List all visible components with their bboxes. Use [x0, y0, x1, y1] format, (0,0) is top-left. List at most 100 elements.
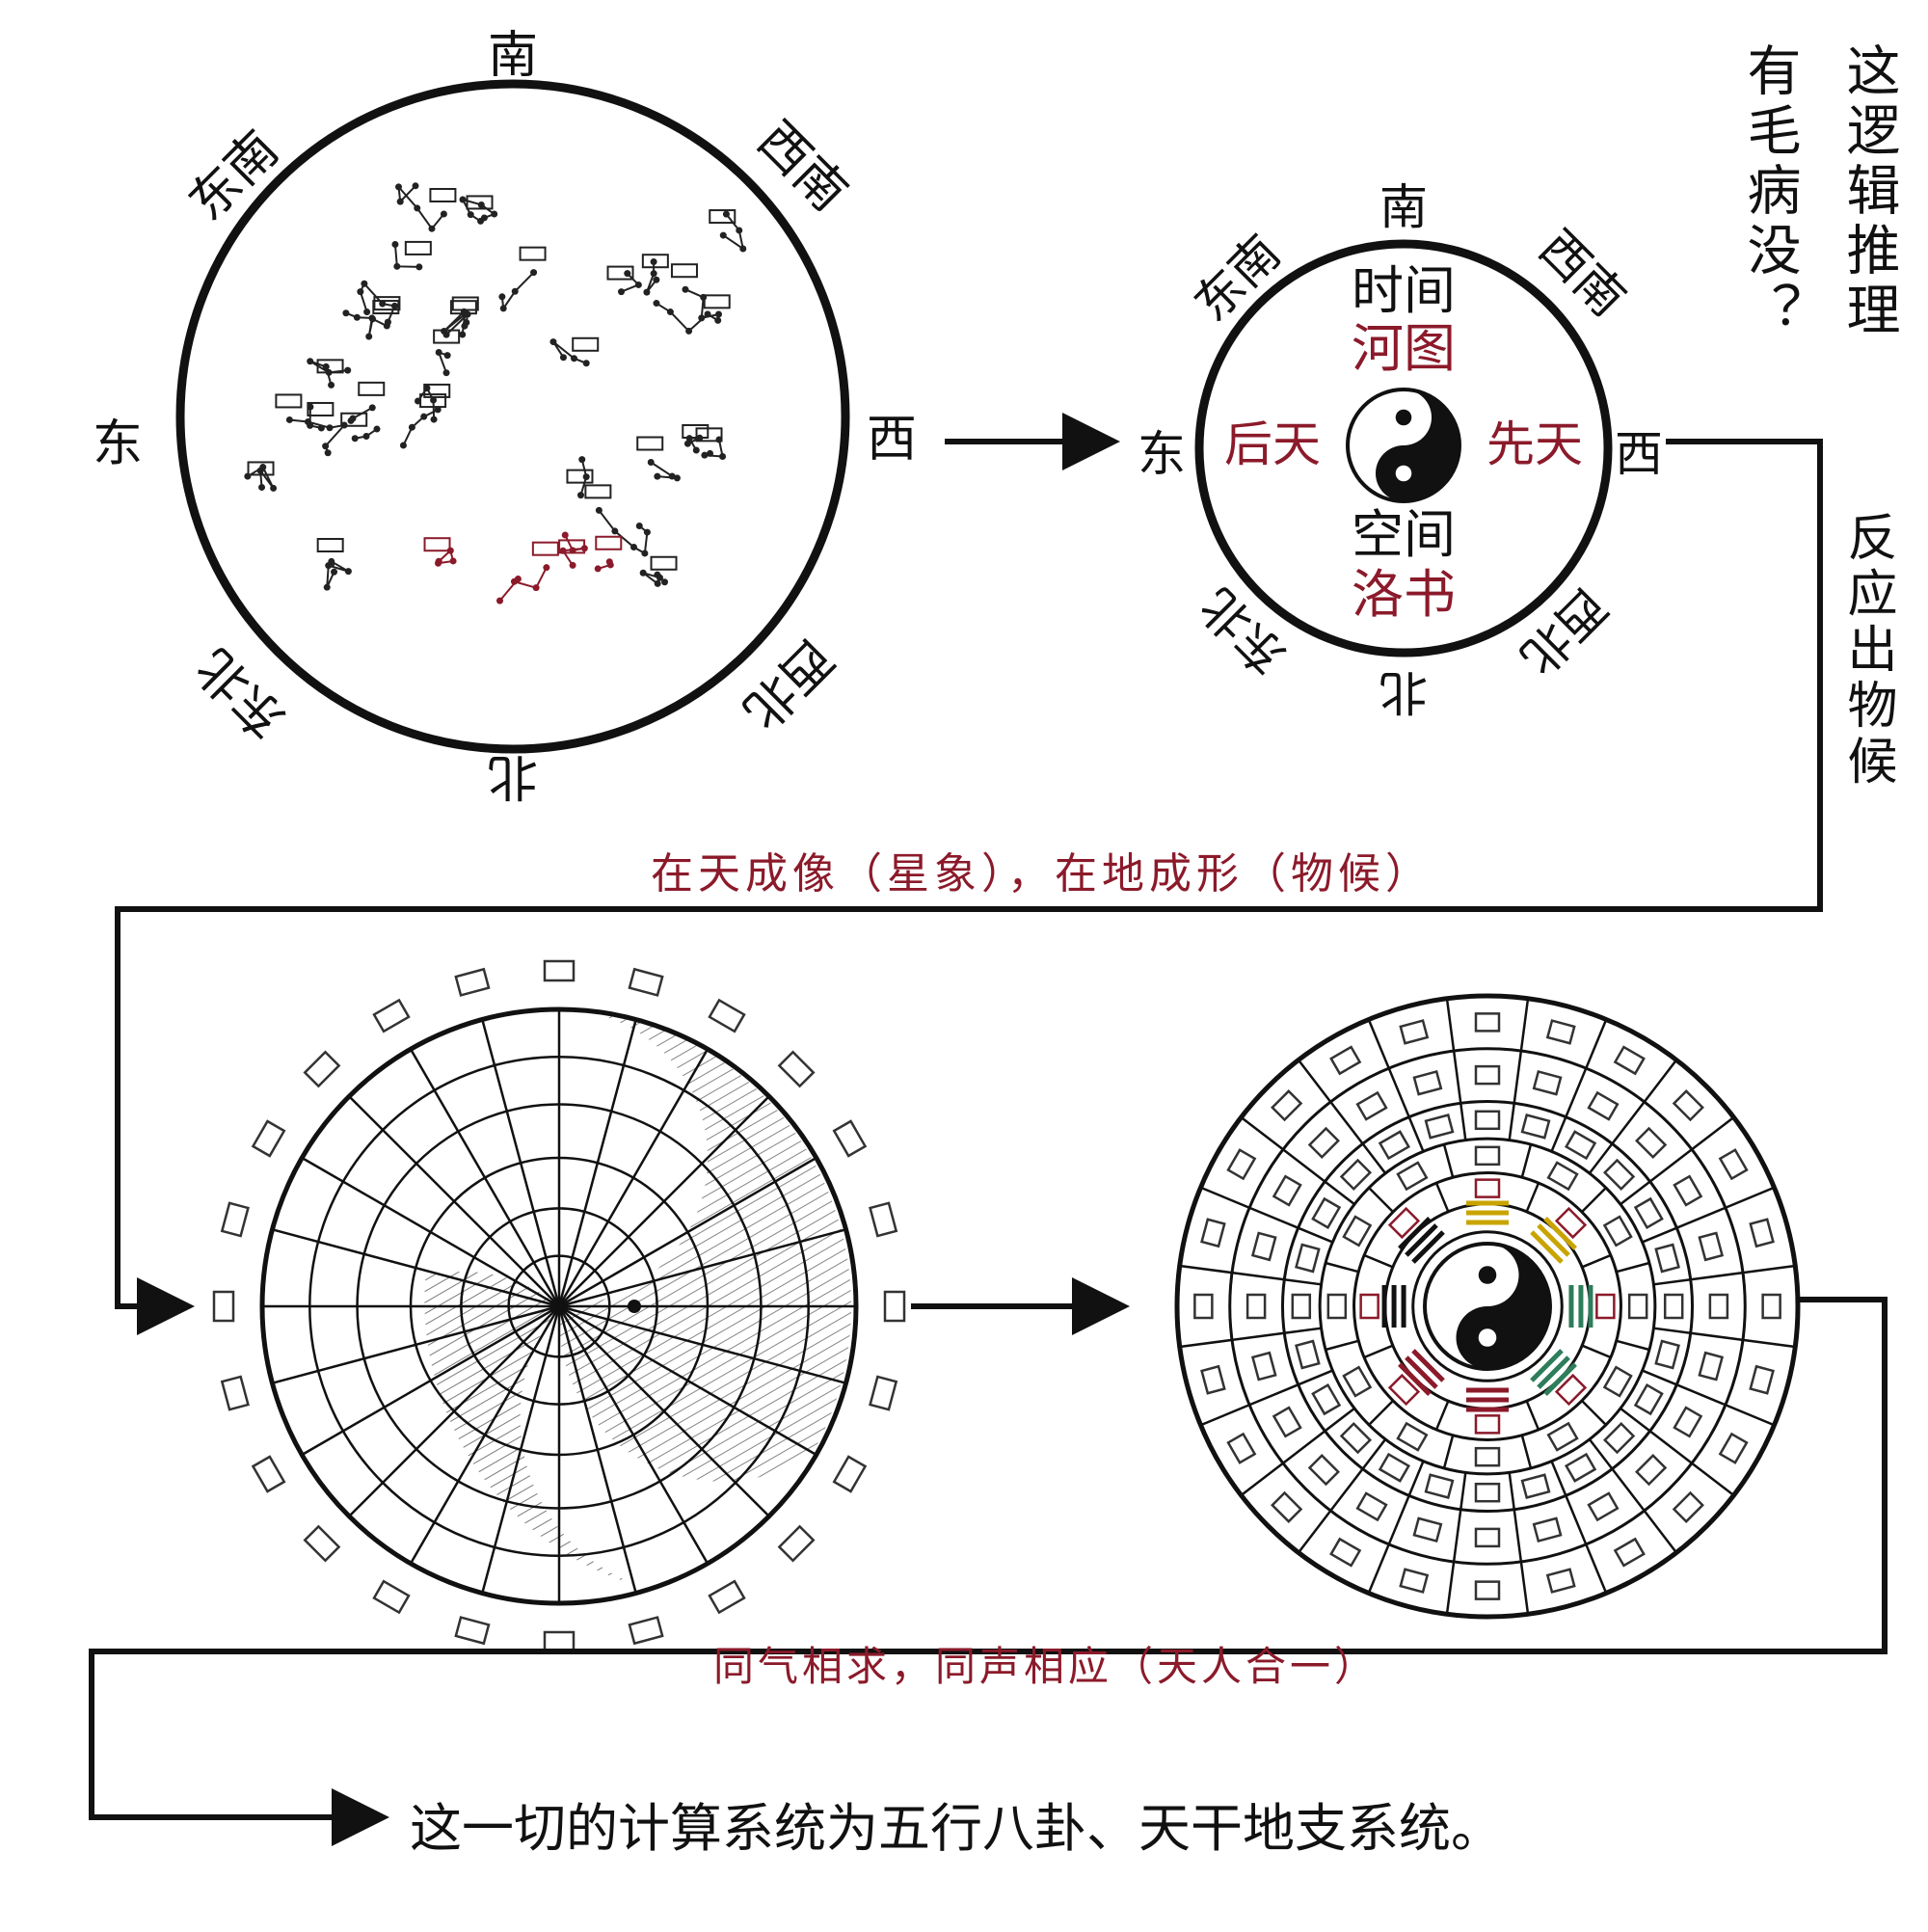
- star-dot: [480, 214, 488, 222]
- compass-divider: [1200, 1404, 1250, 1427]
- star-dot: [685, 327, 693, 335]
- compass-divider: [1648, 1430, 1693, 1464]
- compass-divider: [1282, 1148, 1326, 1183]
- star-dot: [683, 440, 691, 447]
- compass-glyph: [1295, 1243, 1321, 1274]
- compass-glyph: [1587, 1090, 1620, 1121]
- compass-divider: [1520, 1435, 1533, 1469]
- star-dot: [412, 182, 419, 190]
- star-dot: [368, 314, 376, 322]
- star-dot: [511, 287, 519, 295]
- compass-divider: [1581, 1187, 1607, 1213]
- constellation-line: [345, 311, 388, 337]
- star-dot: [624, 270, 631, 278]
- star-dot: [304, 418, 311, 426]
- star-dot: [643, 288, 651, 296]
- compass-divider: [1616, 1339, 1650, 1352]
- trigram-line: [1411, 1230, 1445, 1264]
- compass-glyph: [1545, 1019, 1576, 1045]
- constellation-line: [684, 288, 719, 320]
- compass-divider: [1725, 1186, 1775, 1209]
- star-dir-northwest: 西北: [732, 628, 844, 739]
- compass-divider: [1653, 1327, 1691, 1334]
- compass-divider: [1248, 1383, 1299, 1407]
- compass-glyph: [1424, 1114, 1455, 1140]
- compass-glyph: [1602, 1215, 1633, 1248]
- compass-glyph: [1272, 1174, 1302, 1207]
- compass-divider: [1367, 1019, 1390, 1069]
- sundial-spoke: [301, 1304, 560, 1457]
- constellation-tag: [373, 296, 401, 311]
- star-dot: [362, 433, 370, 441]
- connector-taiji-to-sundial: [115, 439, 1823, 1335]
- star-dot: [656, 574, 663, 581]
- compass-glyph: [1200, 1364, 1226, 1395]
- star-dot: [739, 245, 747, 253]
- sundial-spoke: [348, 1305, 560, 1517]
- constellation-tag: [531, 541, 559, 556]
- compass-glyph: [1554, 1373, 1588, 1407]
- taiji-panel: 时间 河图 后天 先天 空间 洛书 南 西南 西 西北 北 东北 东 东南: [1138, 179, 1663, 720]
- star-dot: [340, 421, 348, 429]
- constellation-tag: [695, 427, 723, 443]
- compass-glyph: [1613, 1045, 1646, 1076]
- constellation-tag: [519, 246, 547, 261]
- compass-glyph: [1761, 1293, 1781, 1320]
- star-dir-east: 东: [93, 416, 143, 473]
- compass-glyph: [1474, 1527, 1501, 1548]
- compass-divider: [1407, 1116, 1425, 1152]
- star-dot: [368, 404, 376, 412]
- constellation-tag: [429, 187, 457, 202]
- compass-glyph: [1412, 1069, 1443, 1096]
- star-dot: [428, 225, 436, 232]
- compass-divider: [1581, 1344, 1612, 1359]
- star-dot: [365, 333, 373, 340]
- star-dot: [408, 423, 415, 431]
- sundial-spoke: [481, 1019, 561, 1307]
- star-dot: [629, 544, 637, 551]
- compass-divider: [1620, 1407, 1651, 1433]
- compass-divider: [1387, 1494, 1410, 1545]
- compass-divider: [1508, 1472, 1515, 1510]
- solar-term-labels: [212, 959, 906, 1653]
- star-dot: [390, 302, 398, 309]
- star-dot: [661, 578, 669, 586]
- star-dot: [434, 406, 442, 414]
- constellation-line: [498, 567, 548, 602]
- compass-divider: [1643, 1510, 1678, 1554]
- star-dot: [420, 413, 428, 420]
- compass-glyph: [1633, 1196, 1664, 1229]
- compass-divider: [1363, 1344, 1394, 1359]
- compass-glyph: [1250, 1351, 1277, 1382]
- constellation-tag: [641, 254, 669, 269]
- compass-divider: [1691, 1462, 1735, 1497]
- solar-term-glyph: [708, 998, 746, 1033]
- sundial-spoke: [409, 1305, 561, 1565]
- compass-divider: [1179, 1264, 1233, 1275]
- star-dir-north: 北: [488, 747, 538, 805]
- compass-glyph: [1602, 1365, 1633, 1398]
- compass-divider: [1585, 1543, 1608, 1594]
- star-dot: [498, 293, 506, 301]
- constellation-tag: [595, 535, 623, 550]
- star-dot: [393, 262, 401, 270]
- star-dot: [698, 314, 706, 322]
- compass-glyph: [1200, 1218, 1226, 1248]
- star-dot: [595, 506, 602, 514]
- star-dot: [543, 564, 550, 572]
- compass-divider: [1387, 1067, 1410, 1118]
- constellation-line: [598, 509, 649, 555]
- star-dot: [464, 310, 471, 318]
- compass-glyph: [1749, 1364, 1775, 1395]
- star-dot: [666, 309, 674, 316]
- compass-divider: [1407, 1461, 1425, 1496]
- compass-ring: [1411, 1230, 1564, 1382]
- solar-term-glyph: [220, 1375, 250, 1411]
- star-dot: [682, 285, 689, 293]
- solar-term-glyph: [303, 1050, 341, 1088]
- solar-term-glyph: [251, 1119, 286, 1158]
- constellation-tag: [558, 539, 586, 554]
- compass-divider: [1588, 1438, 1614, 1470]
- star-dot: [514, 576, 522, 583]
- star-dot: [258, 483, 266, 491]
